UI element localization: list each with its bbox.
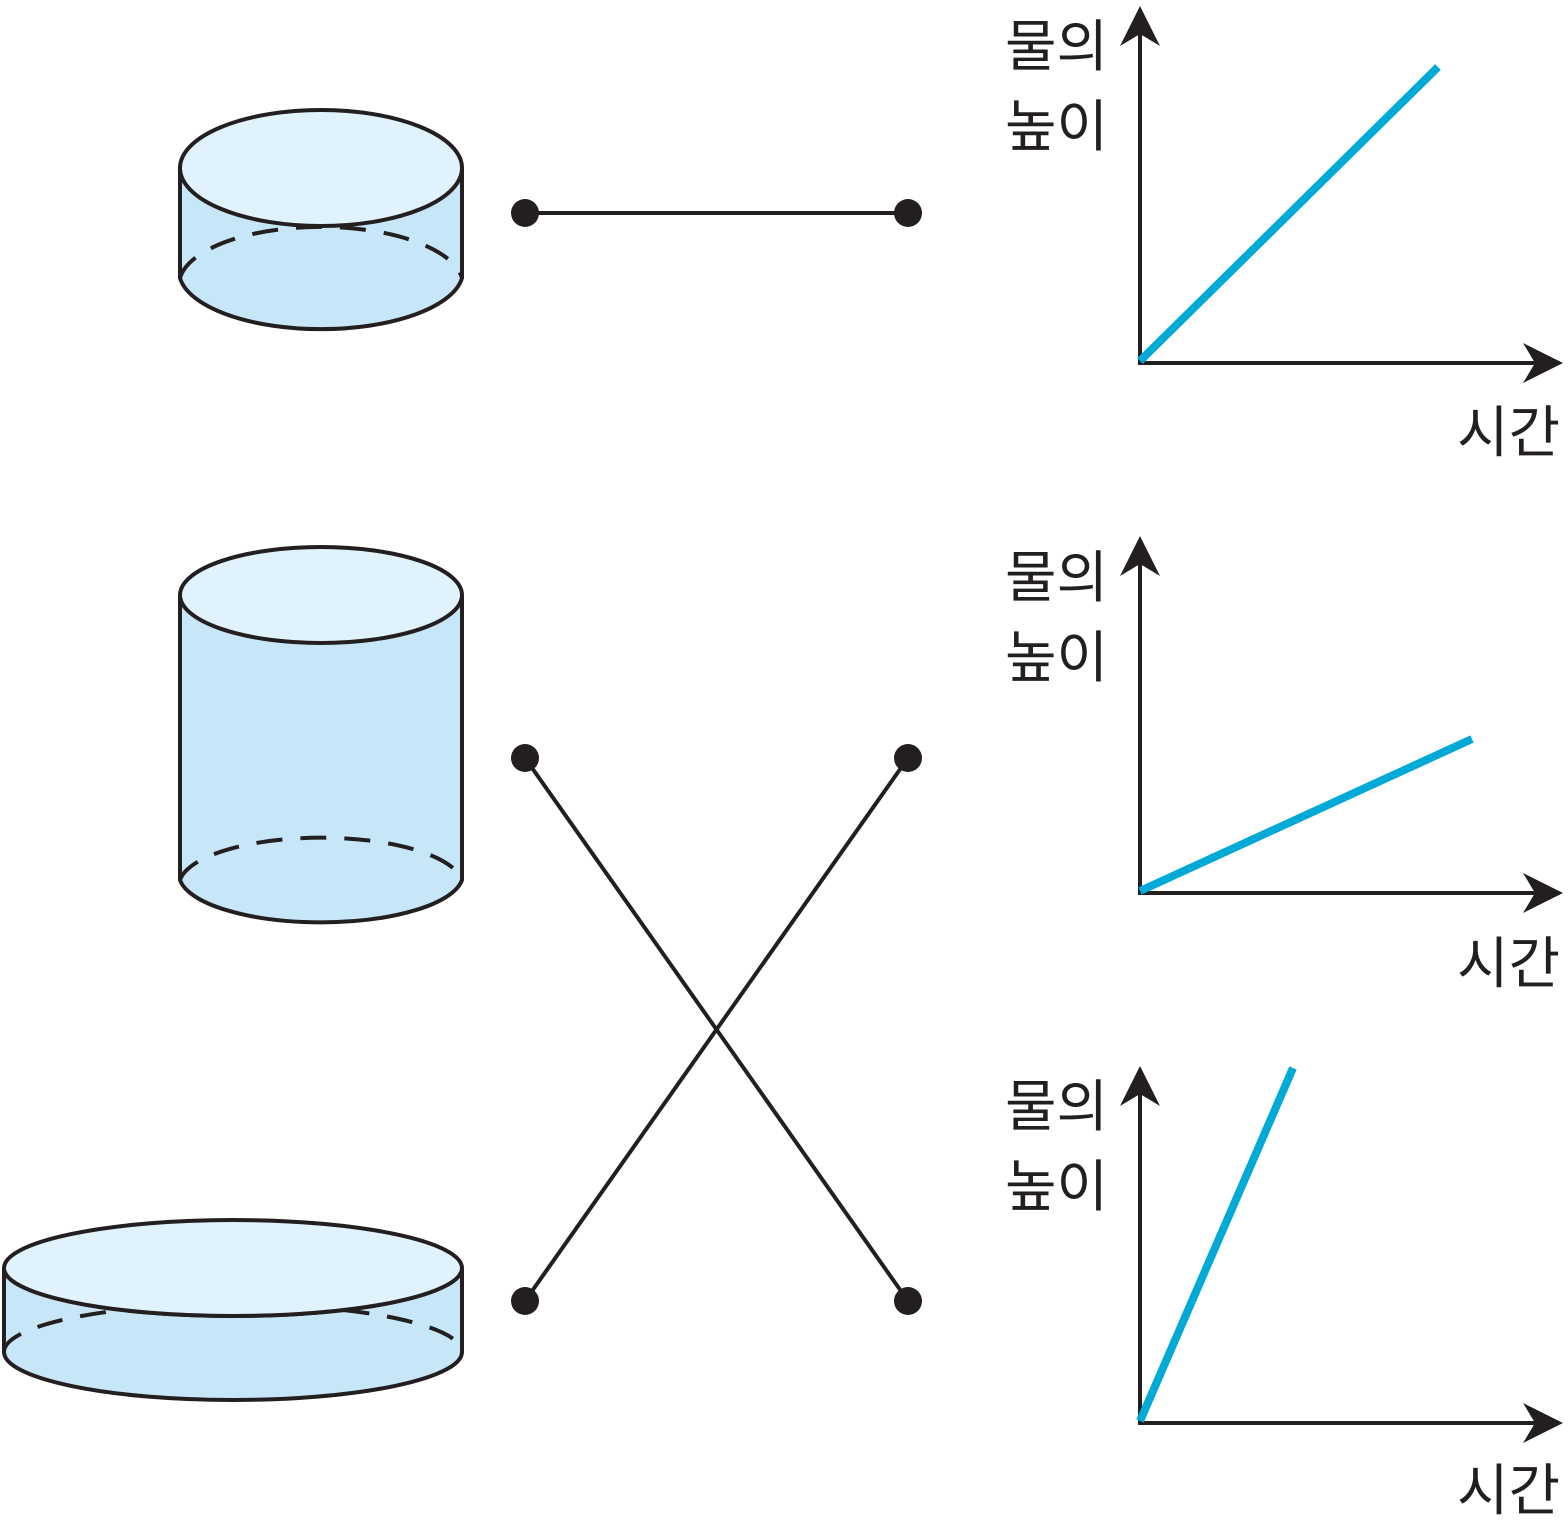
matching-dots [511,199,922,1315]
graph-3-xlabel: 시간 [1457,1459,1560,1524]
container-3-wide-cylinder [2,1218,464,1402]
right-dot-2[interactable] [894,744,922,772]
graph-3: 물의 높이 시간 [1005,1066,1563,1524]
right-dot-1[interactable] [894,199,922,227]
graph-3-ylabel-line2: 높이 [1005,1155,1108,1220]
graph-2-ylabel-line2: 높이 [1005,626,1108,691]
matching-lines [523,211,910,1303]
graph-2-ylabel-line1: 물의 [1005,546,1108,611]
graph-2: 물의 높이 시간 [1005,536,1563,997]
container-3-top-surface [2,1218,464,1318]
left-dot-2[interactable] [511,744,539,772]
match-line-3-to-2 [523,756,910,1303]
left-dot-3[interactable] [511,1287,539,1315]
container-2-tall-cylinder [178,545,464,925]
left-dot-1[interactable] [511,199,539,227]
graph-1-plot-line [1137,64,1441,364]
graph-2-plot-line [1138,735,1474,895]
graph-2-xlabel: 시간 [1457,932,1560,997]
graph-1-xlabel: 시간 [1457,401,1560,466]
graph-3-ylabel-line1: 물의 [1005,1075,1108,1140]
container-2-bottom-hidden-edge [178,835,464,881]
graph-1-ylabel-line2: 높이 [1005,95,1108,160]
container-2-top-surface [178,545,464,645]
right-dot-3[interactable] [894,1287,922,1315]
graph-1-ylabel-line1: 물의 [1005,15,1108,80]
graph-1: 물의 높이 시간 [1005,6,1563,466]
container-1-top-surface [178,108,464,228]
graph-3-plot-line [1136,1066,1297,1423]
container-1-medium-cylinder [178,108,464,332]
